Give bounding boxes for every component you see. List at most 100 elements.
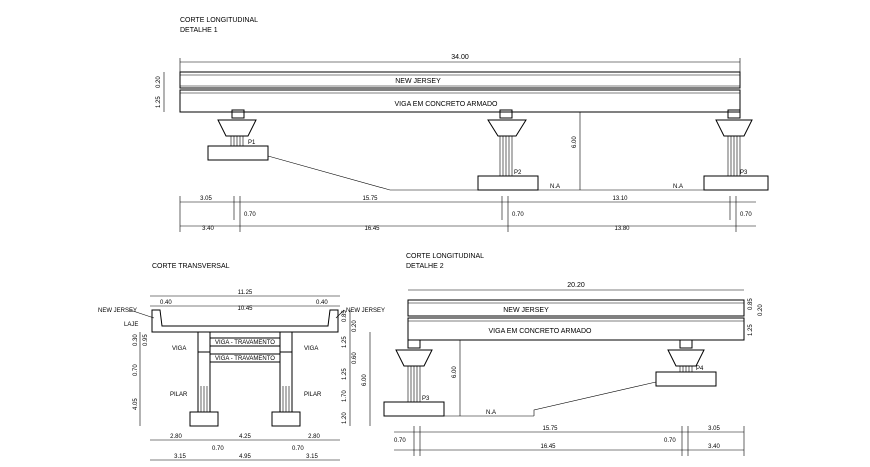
pilar-left-label: PILAR xyxy=(170,392,188,398)
bearing xyxy=(499,109,513,119)
dim-label: 0.70 xyxy=(133,364,139,376)
dim-label: 0.30 xyxy=(133,334,139,346)
dim-label: 3.40 xyxy=(708,444,720,450)
dim-label: 4.05 xyxy=(133,398,139,410)
transversal-title: CORTE TRANSVERSAL xyxy=(152,263,230,270)
beam-label: VIGA EM CONCRETO ARMADO xyxy=(489,328,592,335)
terrain-line xyxy=(267,155,478,191)
bearing xyxy=(727,109,741,119)
footing xyxy=(383,401,445,417)
pier-cap xyxy=(395,349,433,367)
dim-label: 1.25 xyxy=(342,336,348,348)
dim-label: 0.70 xyxy=(512,212,524,218)
dim-label: 1.25 xyxy=(342,368,348,380)
travamento-top-label: VIGA - TRAVAMENTO xyxy=(215,340,275,346)
bearing xyxy=(679,339,693,349)
h-top-label: 0.20 xyxy=(156,76,162,88)
footing xyxy=(477,175,539,191)
footing xyxy=(207,145,269,161)
footing xyxy=(703,175,769,191)
dim-label: 0.20 xyxy=(352,320,358,332)
pier-label: P3 xyxy=(740,170,748,176)
dim-label: 0.70 xyxy=(244,212,256,218)
dim-label: 0.70 xyxy=(664,438,676,444)
pier-cap xyxy=(667,349,705,367)
dim-label: 1.70 xyxy=(342,390,348,402)
pier-p4: P4 xyxy=(655,339,717,387)
height-label: 6.00 xyxy=(452,366,458,378)
pier-label: P2 xyxy=(514,170,522,176)
dim-label: 3.15 xyxy=(174,454,186,460)
detail-1: CORTE LONGITUDINAL DETALHE 1 34.00 NEW J… xyxy=(156,17,769,232)
edge-right-label: 0.40 xyxy=(316,300,328,306)
laje-label: LAJE xyxy=(124,322,138,328)
dim-label: 0.85 xyxy=(748,298,754,310)
dim-label: 16.45 xyxy=(540,444,556,450)
transversal-section: CORTE TRANSVERSAL 11.25 10.45 0.40 0.40 … xyxy=(98,263,385,461)
total-length-label: 34.00 xyxy=(451,54,469,61)
pier-p2: P2 xyxy=(477,109,539,191)
dim-label: 3.15 xyxy=(306,454,318,460)
pilar-right-label: PILAR xyxy=(304,392,322,398)
pier-cap xyxy=(715,119,753,137)
dim-label: 3.40 xyxy=(202,226,214,232)
pier-label: P4 xyxy=(696,366,704,372)
total-width-label: 11.25 xyxy=(238,290,253,296)
dim-label: 0.20 xyxy=(758,304,764,316)
pier-cap xyxy=(487,119,527,137)
dim-label: 3.05 xyxy=(708,426,720,432)
viga-left-label: VIGA xyxy=(172,346,186,352)
detail-1-subtitle: DETALHE 1 xyxy=(180,27,218,34)
dim-label: 0.70 xyxy=(394,438,406,444)
dim-label: 0.95 xyxy=(143,334,149,346)
viga-right-label: VIGA xyxy=(304,346,318,352)
beam-left xyxy=(197,331,211,353)
concrete-beam xyxy=(407,317,745,341)
new-jersey-left-label: NEW JERSEY xyxy=(98,308,137,314)
pier-label: P3 xyxy=(422,396,430,402)
dim-label: 2.80 xyxy=(170,434,182,440)
detail-2-title: CORTE LONGITUDINAL xyxy=(406,253,484,260)
dim-label: 13.10 xyxy=(612,196,628,202)
pier-p3: P3 xyxy=(703,109,769,191)
dim-label: 0.70 xyxy=(740,212,752,218)
water-level-label: N.A xyxy=(550,184,560,190)
h-beam-label: 1.25 xyxy=(156,96,162,108)
dim-label: 15.75 xyxy=(542,426,558,432)
bearing xyxy=(407,339,421,349)
dim-label: 1.20 xyxy=(342,412,348,424)
pier-p3: P3 xyxy=(383,339,445,417)
pier-label: P1 xyxy=(248,140,256,146)
deck-label: NEW JERSEY xyxy=(503,307,549,314)
new-jersey-deck xyxy=(179,71,741,89)
deck-slab xyxy=(151,309,339,333)
terrain-line xyxy=(533,381,657,416)
footing-right xyxy=(271,411,301,427)
edge-left-label: 0.40 xyxy=(160,300,172,306)
beam-right xyxy=(279,331,293,353)
dim-label: 0.85 xyxy=(342,310,348,322)
detail-2: CORTE LONGITUDINAL DETALHE 2 20.20 NEW J… xyxy=(383,253,764,456)
pier-p1: P1 xyxy=(207,109,269,161)
footing-left xyxy=(189,411,219,427)
detail-2-subtitle: DETALHE 2 xyxy=(406,263,444,270)
detail-1-title: CORTE LONGITUDINAL xyxy=(180,17,258,24)
cross-beam-top xyxy=(209,337,281,347)
deck-label: NEW JERSEY xyxy=(395,78,441,85)
new-jersey-right-label: NEW JERSEY xyxy=(346,308,385,314)
dim-label: 0.70 xyxy=(212,446,224,452)
dim-label: 2.80 xyxy=(308,434,320,440)
dim-label: 3.05 xyxy=(200,196,212,202)
water-level-label: N.A xyxy=(673,184,683,190)
height-label: 6.00 xyxy=(572,136,578,148)
footing xyxy=(655,371,717,387)
inner-width-label: 10.45 xyxy=(237,306,253,312)
water-level-label: N.A xyxy=(486,410,496,416)
dim-label: 4.25 xyxy=(239,434,251,440)
total-length-label: 20.20 xyxy=(567,282,585,289)
beam-label: VIGA EM CONCRETO ARMADO xyxy=(395,101,498,108)
concrete-beam xyxy=(179,89,741,113)
dim-label: 13.80 xyxy=(614,226,630,232)
dim-label: 0.60 xyxy=(352,352,358,364)
